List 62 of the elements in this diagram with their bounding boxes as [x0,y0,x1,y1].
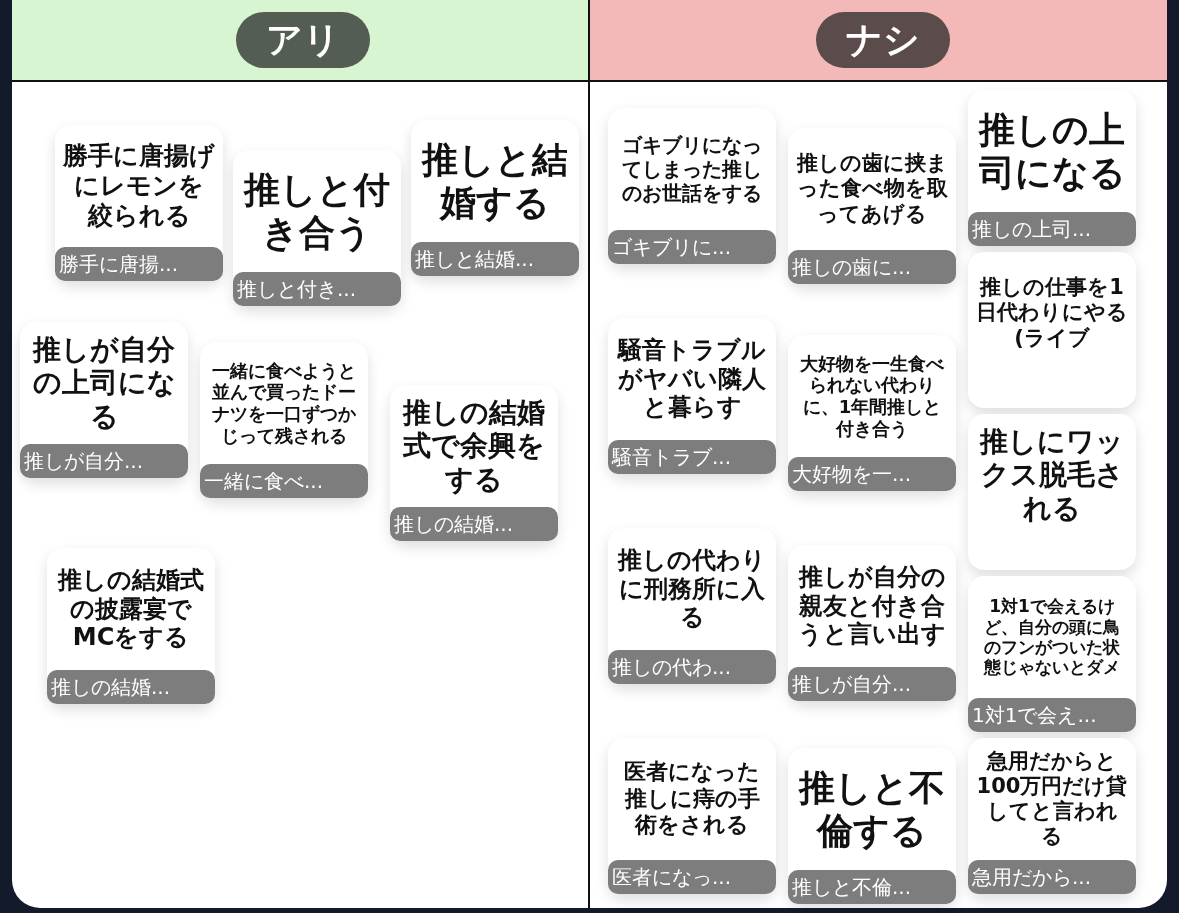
card [788,335,956,491]
caption-tab: 推しと付き... [233,272,401,306]
card-text: 推しにワックス脱毛される [978,424,1125,526]
card-text: 騒音トラブルがヤバい隣人と暮らす [616,335,767,423]
card-text: 一緒に食べようと並んで買ったドーナツを一口ずつかじって残される [211,359,357,447]
caption-tab: 勝手に唐揚... [55,247,223,281]
card-text: 推しの仕事を1日代わりにやる(ライブ [976,275,1128,351]
caption-tab: 推しと不倫... [788,870,956,904]
card [411,120,579,276]
card-text: 推しと付き合う [242,167,391,255]
card-text: 1対1で会えるけど、自分の頭に鳥のフンがついた状態じゃないとダメ [982,596,1121,678]
card-text: 推しと不倫する [797,765,946,853]
card [608,108,776,264]
card-text: 推しの代わりに刑務所に入る [616,545,767,633]
card-text: 推しと結婚する [420,137,569,225]
caption-tab: 急用だから... [968,860,1136,894]
column-heading: ナシ [816,12,950,68]
column-heading: アリ [236,12,370,68]
card-text: 推しが自分の親友と付き合うと言い出す [797,562,947,650]
card [47,548,215,704]
caption-tab: 推しの歯に... [788,250,956,284]
column-panel [12,0,590,908]
card [968,576,1136,732]
caption-tab: 医者になっ... [608,860,776,894]
card-text: 大好物を一生食べられない代わりに、1年間推しと付き合う [799,352,945,440]
caption-tab: 騒音トラブ... [608,440,776,474]
card [233,150,401,306]
card-text: 急用だからと100万円だけ貸してと言われる [976,748,1128,850]
card-text: 推しの上司になる [977,107,1127,195]
card-text: 推しが自分の上司になる [31,332,177,434]
card [608,738,776,894]
card-text: 推しの歯に挟まった食べ物を取ってあげる [796,151,948,227]
caption-tab: 推しの代わ... [608,650,776,684]
caption-tab: ゴキブリに... [608,230,776,264]
card [968,252,1136,408]
card-text: 推しの結婚式の披露宴でMCをする [56,565,205,653]
card-text: 推しの結婚式で余興をする [401,395,546,497]
caption-tab: 大好物を一... [788,457,956,491]
caption-tab: 推しが自分... [788,667,956,701]
card [788,748,956,904]
card [968,414,1136,570]
caption-tab: 1対1で会え... [968,698,1136,732]
caption-tab: 推しの結婚... [390,507,558,541]
card [20,322,188,478]
card [968,90,1136,246]
card [788,128,956,284]
card-text: ゴキブリになってしまった推しのお世話をする [621,133,763,205]
column-panel [590,0,1167,908]
card [968,738,1136,894]
card-text: 医者になった推しに痔の手術をされる [623,759,761,839]
card [608,528,776,684]
caption-tab: 推しの上司... [968,212,1136,246]
card [200,342,368,498]
caption-tab: 推しが自分... [20,444,188,478]
card [390,385,558,541]
card [55,125,223,281]
card [608,318,776,474]
caption-tab: 一緒に食べ... [200,464,368,498]
caption-tab: 推しの結婚... [47,670,215,704]
card-text: 勝手に唐揚げにレモンを絞られる [63,141,215,231]
caption-tab: 推しと結婚... [411,242,579,276]
card [788,545,956,701]
